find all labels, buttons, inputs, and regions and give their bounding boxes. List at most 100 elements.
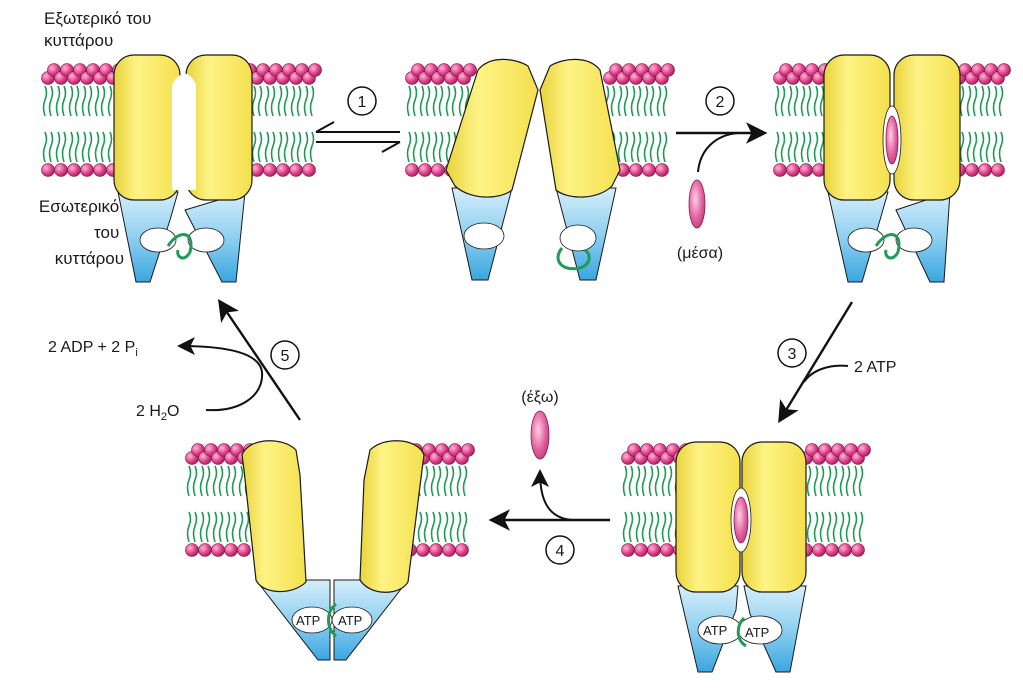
lipid-tail xyxy=(628,511,634,543)
tmd-left-1 xyxy=(113,54,181,201)
svg-text:5: 5 xyxy=(281,348,290,365)
lipid-tail xyxy=(635,465,641,497)
lipid-tail xyxy=(231,511,237,543)
lipid-head xyxy=(773,163,787,177)
lipid-tail xyxy=(656,131,662,163)
step-4-arrow xyxy=(488,469,610,531)
substrate-outside xyxy=(530,410,550,460)
lipid-tail xyxy=(87,131,93,163)
lipid-tail xyxy=(852,465,858,497)
lipid-tail xyxy=(438,131,444,163)
lipid-tail xyxy=(186,511,192,543)
nbd-site-left-3 xyxy=(847,227,885,253)
lipid-head xyxy=(185,543,199,557)
lipid-tail xyxy=(617,131,623,163)
lipid-tail xyxy=(813,131,819,163)
lipid-tail xyxy=(787,131,793,163)
lipid-tail xyxy=(277,85,283,117)
transporter-state-4: ATP ATP xyxy=(675,441,807,673)
lipid-tail xyxy=(251,85,257,117)
lipid-head xyxy=(405,163,419,177)
lipid-tail xyxy=(55,85,61,117)
lipid-tail xyxy=(257,131,263,163)
lipid-tail xyxy=(813,85,819,117)
lipid-head xyxy=(799,163,813,177)
lipid-tail xyxy=(309,85,315,117)
lipid-head xyxy=(455,543,469,557)
lipid-tail xyxy=(186,465,192,497)
lipid-tail xyxy=(800,85,806,117)
lipid-head xyxy=(431,163,445,177)
lipid-head xyxy=(276,163,290,177)
label-inside-cell: Εσωτερικό του κυττάρου xyxy=(39,197,124,268)
lipid-head xyxy=(621,543,635,557)
lipid-tail xyxy=(662,131,668,163)
lipid-tail xyxy=(270,131,276,163)
lipid-head xyxy=(851,543,865,557)
lipid-tail xyxy=(985,85,991,117)
lipid-tail xyxy=(622,511,628,543)
lipid-head xyxy=(965,163,979,177)
tmd-left-2 xyxy=(445,58,539,198)
lipid-tail xyxy=(985,131,991,163)
lipid-tail xyxy=(296,131,302,163)
lipid-tail xyxy=(449,511,455,543)
lipid-tail xyxy=(277,131,283,163)
lipid-tail xyxy=(667,465,673,497)
lipid-head xyxy=(429,543,443,557)
lipid-tail xyxy=(622,465,628,497)
label-outside: (έξω) xyxy=(521,389,558,406)
step-3-arrow xyxy=(778,301,854,424)
step-1-equilibrium-arrow xyxy=(315,121,401,153)
lipid-tail xyxy=(412,131,418,163)
label-atp-input: 2 ATP xyxy=(854,359,896,376)
lipid-head xyxy=(198,543,212,557)
step-2-arrow xyxy=(676,122,768,173)
step-5-arrow xyxy=(177,299,301,421)
lipid-head xyxy=(661,63,675,77)
lipid-tail xyxy=(303,85,309,117)
lipid-tail xyxy=(819,85,825,117)
lipid-tail xyxy=(998,131,1004,163)
lipid-tail xyxy=(199,465,205,497)
lipid-tail xyxy=(654,465,660,497)
lipid-tail xyxy=(406,85,412,117)
nbd-site-left-1 xyxy=(139,227,177,253)
lipid-tail xyxy=(443,511,449,543)
transporter-state-1 xyxy=(113,54,253,283)
lipid-tail xyxy=(436,511,442,543)
membrane-left-4 xyxy=(621,443,693,557)
lipid-tail xyxy=(636,85,642,117)
lipid-tail xyxy=(81,85,87,117)
lipid-tail xyxy=(94,131,100,163)
lipid-tail xyxy=(290,85,296,117)
lipid-head xyxy=(80,163,94,177)
lipid-tail xyxy=(218,465,224,497)
lipid-tail xyxy=(432,131,438,163)
lipid-tail xyxy=(845,511,851,543)
lipid-tail xyxy=(231,465,237,497)
lipid-head xyxy=(41,163,55,177)
step-2-badge: 2 xyxy=(705,86,735,116)
lipid-tail xyxy=(443,465,449,497)
lipid-tail xyxy=(42,85,48,117)
lipid-head xyxy=(416,543,430,557)
nbd-site-right-5 xyxy=(331,606,373,634)
lipid-tail xyxy=(251,131,257,163)
step-1-badge: 1 xyxy=(347,86,377,116)
lipid-tail xyxy=(649,85,655,117)
atp-label-5a: ATP xyxy=(296,613,320,628)
lipid-tail xyxy=(793,131,799,163)
lipid-tail xyxy=(238,511,244,543)
lipid-tail xyxy=(972,131,978,163)
lipid-tail xyxy=(780,85,786,117)
lipid-tail xyxy=(100,131,106,163)
tmd-left-4 xyxy=(675,441,741,593)
tmd-right-3 xyxy=(893,54,961,201)
lipid-tail xyxy=(406,131,412,163)
lipid-head xyxy=(302,163,316,177)
lipid-tail xyxy=(819,511,825,543)
lipid-tail xyxy=(74,131,80,163)
substrate-bound-3 xyxy=(885,115,899,165)
